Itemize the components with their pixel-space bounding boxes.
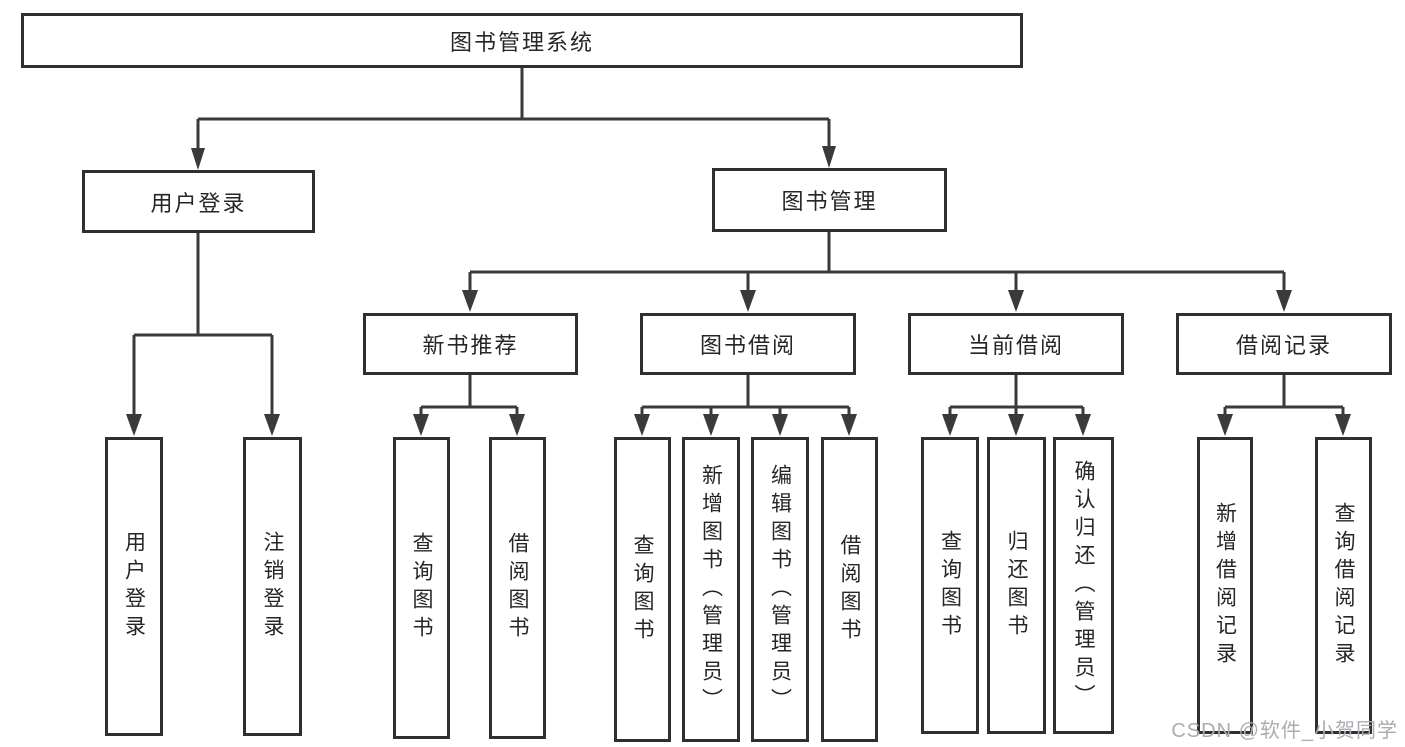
connector-book-borrow-children (634, 375, 857, 436)
watermark: CSDN @软件_小贺同学 (1171, 720, 1398, 742)
node-book-borrow: 图书借阅 (640, 313, 856, 375)
node-new-book-recommend: 新书推荐 (363, 313, 578, 375)
leaf-query-books-3: 查询图书 (921, 437, 979, 734)
leaf-query-borrow-record: 查询借阅记录 (1315, 437, 1372, 734)
connector-current-borrow-children (942, 375, 1091, 436)
connector-user-login-children (126, 233, 280, 436)
leaf-edit-books-admin: 编辑图书（管理员） (751, 437, 809, 742)
connector-new-book-children (413, 375, 525, 436)
leaf-add-books-admin: 新增图书（管理员） (682, 437, 740, 742)
connector-root-to-level2 (191, 68, 836, 170)
node-user-login: 用户登录 (82, 170, 315, 233)
leaf-borrow-books-2: 借阅图书 (821, 437, 878, 742)
node-borrow-records: 借阅记录 (1176, 313, 1392, 375)
leaf-confirm-return-admin: 确认归还（管理员） (1053, 437, 1114, 734)
leaf-return-books: 归还图书 (987, 437, 1046, 734)
leaf-query-books-1: 查询图书 (393, 437, 450, 739)
leaf-logout: 注销登录 (243, 437, 302, 736)
leaf-user-login: 用户登录 (105, 437, 163, 736)
connector-borrow-records-children (1217, 375, 1351, 436)
leaf-query-books-2: 查询图书 (614, 437, 671, 742)
leaf-add-borrow-record: 新增借阅记录 (1197, 437, 1253, 734)
leaf-borrow-books-1: 借阅图书 (489, 437, 546, 739)
connector-book-management-to-groups (462, 232, 1292, 312)
node-current-borrow: 当前借阅 (908, 313, 1124, 375)
node-root-system: 图书管理系统 (21, 13, 1023, 68)
node-book-management: 图书管理 (712, 168, 947, 232)
